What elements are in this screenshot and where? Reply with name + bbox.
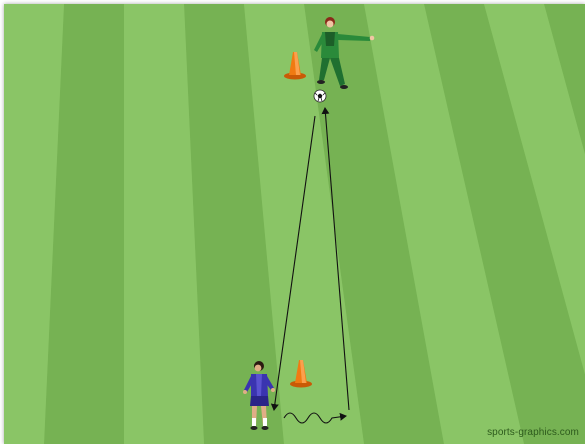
soccer-ball bbox=[314, 90, 326, 102]
watermark: sports-graphics.com bbox=[487, 427, 579, 438]
pitch-canvas bbox=[4, 4, 585, 444]
drill-diagram: sports-graphics.com bbox=[4, 4, 585, 444]
